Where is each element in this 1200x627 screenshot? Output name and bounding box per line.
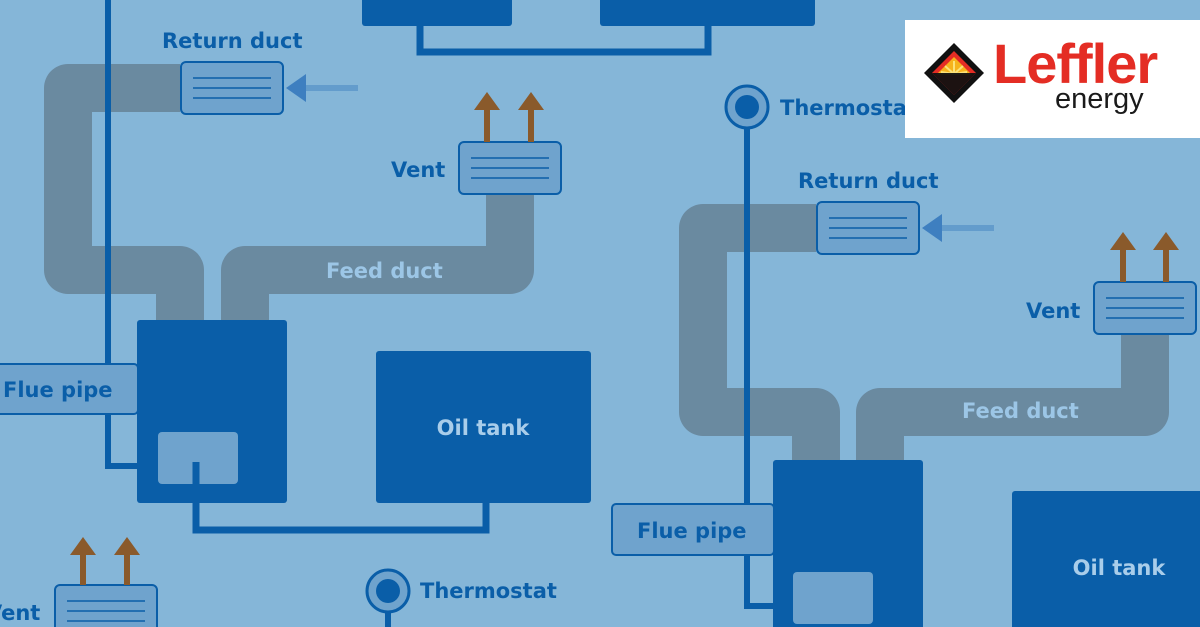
- warm-air-arrows-left: [474, 92, 544, 142]
- thermostat-wire-left: [105, 0, 140, 469]
- label-oil-tank-left: Oil tank: [437, 416, 531, 440]
- thermostat-wire-right: [744, 126, 775, 609]
- feed-duct-pipe-right: [856, 335, 1169, 460]
- label-vent-left: Vent: [391, 158, 445, 182]
- brand-tagline: energy: [1055, 83, 1144, 115]
- return-duct-pipe: [44, 64, 204, 320]
- logo-diamond-icon: [924, 43, 984, 103]
- label-flue-pipe-left: Flue pipe: [3, 378, 113, 402]
- label-oil-tank-right: Oil tank: [1073, 556, 1167, 580]
- oil-line-left: [192, 462, 490, 534]
- feed-duct-pipe: [221, 195, 534, 320]
- label-feed-duct-right: Feed duct: [962, 399, 1079, 423]
- furnace-panel-right: [793, 572, 873, 624]
- vent-grille-bottom: [54, 584, 158, 627]
- label-return-duct-right: Return duct: [798, 169, 939, 193]
- oil-tank-right: [1012, 491, 1200, 627]
- brand-name: Leffler: [993, 32, 1158, 95]
- warm-air-arrows-right: [1110, 232, 1179, 282]
- return-duct-pipe-right: [679, 204, 840, 460]
- brand-logo: Leffler energy: [905, 20, 1200, 138]
- label-return-duct-left: Return duct: [162, 29, 303, 53]
- top-unit-connector: [416, 26, 712, 56]
- oil-tank-left: [376, 351, 591, 503]
- label-thermostat-top: Thermostat: [780, 96, 917, 120]
- label-thermostat-bottom: Thermostat: [420, 579, 557, 603]
- airflow-arrowhead-right: [922, 214, 942, 242]
- warm-air-arrows-bottom: [70, 537, 140, 585]
- label-vent-bottom: Vent: [0, 601, 40, 625]
- airflow-arrowhead-left: [286, 74, 306, 102]
- top-unit-right: [600, 0, 815, 26]
- top-unit-left: [362, 0, 512, 26]
- label-flue-pipe-right: Flue pipe: [637, 519, 747, 543]
- furnace-panel-left: [158, 432, 238, 484]
- label-feed-duct-left: Feed duct: [326, 259, 443, 283]
- label-vent-right: Vent: [1026, 299, 1080, 323]
